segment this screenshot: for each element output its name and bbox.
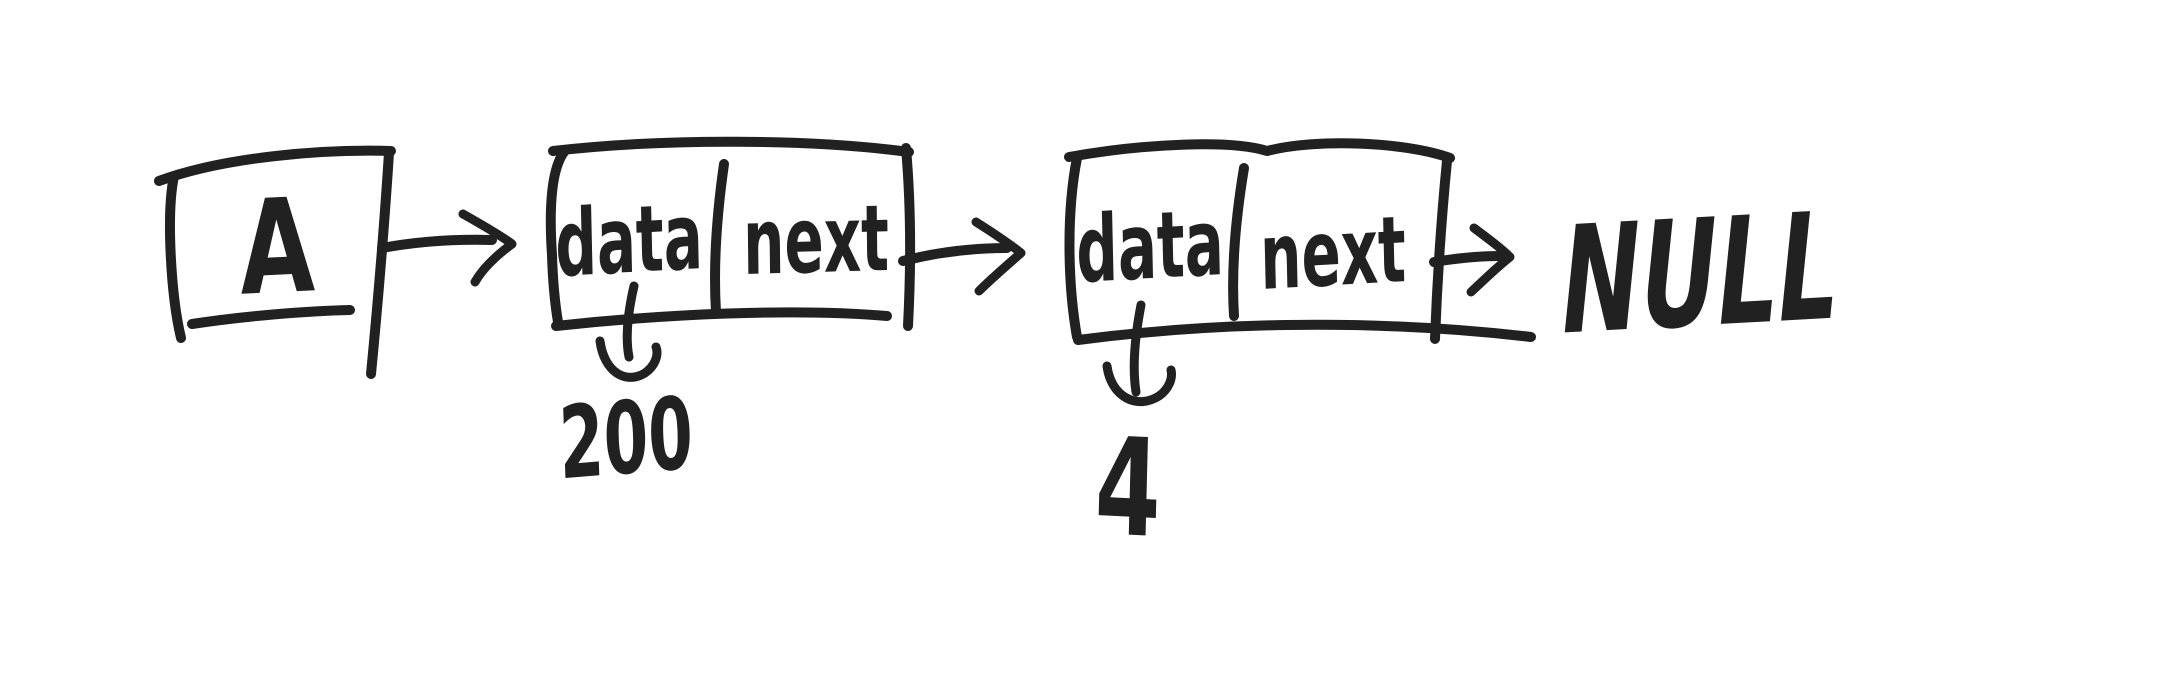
- node2-bottom-stroke: [1073, 319, 1536, 345]
- arrowhead-icon: [971, 217, 1026, 296]
- node2-data-value: 4: [1093, 407, 1163, 569]
- arrow-node2-to-null: [1429, 223, 1515, 297]
- node2-divider-stroke: [1228, 163, 1249, 321]
- node1-box: [545, 136, 916, 331]
- arrow-head-to-node1: [377, 209, 517, 287]
- node2-box: [1064, 138, 1536, 345]
- node2-value-arrow: [1102, 300, 1176, 407]
- node1-bottom-stroke: [551, 307, 892, 331]
- node2-next-field-label: next: [1259, 195, 1407, 312]
- down-arrow-shaft: [1129, 300, 1146, 397]
- node1-data-field-label: data: [554, 182, 704, 299]
- node1-divider-stroke: [709, 159, 729, 317]
- node1-left-stroke: [545, 147, 569, 327]
- head-box-left-stroke: [165, 171, 186, 343]
- arrow-shaft: [898, 243, 1012, 266]
- arrow-shaft: [1429, 251, 1504, 267]
- arrow-shaft: [377, 234, 497, 253]
- head-pointer-box: [154, 145, 396, 379]
- node2-data-field-label: data: [1075, 188, 1225, 305]
- arrowhead-icon: [1466, 223, 1515, 297]
- node2-left-stroke: [1064, 153, 1082, 342]
- arrowhead-icon: [458, 209, 517, 287]
- head-pointer-label: A: [237, 169, 317, 325]
- node1-right-stroke: [901, 143, 916, 331]
- node1-top-stroke: [548, 136, 914, 157]
- node1-data-value: 200: [557, 374, 695, 503]
- head-box-bottom-stroke: [187, 305, 355, 329]
- node1-value-arrow: [595, 281, 662, 382]
- head-box-top-stroke: [154, 145, 396, 186]
- null-terminator-label: NULL: [1559, 180, 1841, 368]
- node1-next-field-label: next: [742, 184, 890, 297]
- down-arrow-shaft: [622, 281, 639, 362]
- down-arrowhead-icon: [1102, 361, 1176, 407]
- head-box-right-stroke: [366, 148, 394, 379]
- down-arrowhead-icon: [595, 336, 662, 382]
- node2-top-stroke: [1064, 138, 1455, 163]
- arrow-node1-to-node2: [898, 217, 1026, 296]
- node2-right-stroke: [1430, 156, 1452, 344]
